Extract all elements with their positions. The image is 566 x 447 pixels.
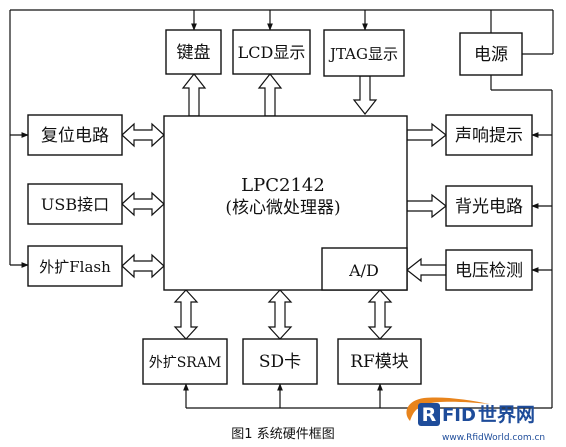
voltage-detect-label: 电压检测 <box>455 261 523 281</box>
external-sram-label: 外扩SRAM <box>149 355 222 371</box>
jtag-label: JTAG显示 <box>328 45 398 63</box>
power-bus-connector <box>183 75 553 409</box>
cpu-label-line2: (核心微处理器) <box>225 198 340 218</box>
backlight-block <box>445 185 533 227</box>
left-bus-connector <box>9 10 29 268</box>
ad-converter-block <box>321 247 408 291</box>
jtag-block <box>323 29 405 77</box>
keyboard-label: 键盘 <box>177 43 211 63</box>
logo-letter-r: R <box>422 404 437 426</box>
external-sram-block <box>142 338 228 385</box>
arrow-usb-cpu <box>121 191 165 217</box>
rfidworld-watermark-logo: R FID 世界网 www.RfidWorld.com.cn <box>406 397 545 443</box>
cpu-label-line1: LPC2142 <box>241 175 325 196</box>
reset-circuit-block <box>27 114 123 156</box>
logo-letters: FID <box>442 405 476 426</box>
voltage-detect-block <box>445 249 533 291</box>
backlight-label: 背光电路 <box>455 197 523 217</box>
figure-caption: 图1 系统硬件框图 <box>231 427 334 442</box>
arrow-cpu-to-keyboard <box>181 73 207 117</box>
logo-letter-r-bg <box>418 403 440 426</box>
external-flash-label: 外扩Flash <box>39 258 111 276</box>
lcd-display-label: LCD显示 <box>238 43 306 62</box>
arrow-ad-rf <box>367 289 393 340</box>
arrow-cpu-to-lcd <box>257 73 283 117</box>
sd-card-label: SD卡 <box>259 352 301 372</box>
usb-interface-label: USB接口 <box>41 195 109 214</box>
arrow-voltage-to-ad <box>406 257 447 283</box>
buzzer-block <box>445 114 533 156</box>
arrow-jtag-to-cpu <box>352 75 378 115</box>
logo-url: www.RfidWorld.com.cn <box>442 433 545 443</box>
buzzer-label: 声响提示 <box>455 126 523 146</box>
sd-card-block <box>242 338 318 385</box>
arrow-cpu-sram <box>173 289 199 340</box>
logo-title: 世界网 <box>478 404 535 426</box>
top-bus-connector <box>10 9 554 55</box>
keyboard-block <box>165 29 222 75</box>
external-flash-block <box>27 245 123 287</box>
arrow-reset-cpu <box>121 122 165 148</box>
arrow-flash-cpu <box>121 253 165 279</box>
power-block <box>459 32 523 76</box>
arrow-cpu-to-buzzer <box>406 122 447 148</box>
rf-module-block <box>337 338 422 385</box>
lcd-display-block <box>232 29 311 75</box>
arrow-cpu-sd <box>267 289 293 340</box>
rf-module-label: RF模块 <box>350 352 409 372</box>
usb-interface-block <box>27 183 123 225</box>
ad-label: A/D <box>348 261 379 280</box>
power-label: 电源 <box>474 45 508 65</box>
arrow-cpu-to-backlight <box>406 193 447 219</box>
reset-circuit-label: 复位电路 <box>41 126 109 146</box>
